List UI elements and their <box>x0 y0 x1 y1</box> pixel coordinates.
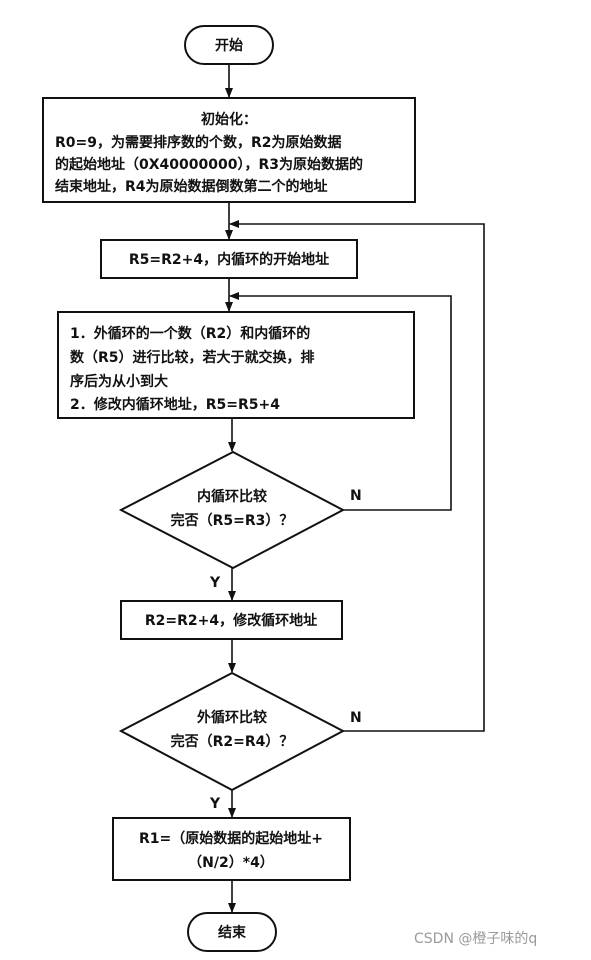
outer-check-diamond: 外循环比较 完否（R2=R4）？ <box>118 671 346 792</box>
start-label: 开始 <box>215 37 243 54</box>
inner-no-label: N <box>350 488 362 504</box>
init-box: 初始化： R0=9，为需要排序数的个数，R2为原始数据 的起始地址（0X4000… <box>42 97 416 203</box>
arrow-inner-check-no-loop <box>229 292 452 511</box>
result-box: R1=（原始数据的起始地址+ （N/2）*4） <box>112 817 351 881</box>
outer-update-label: R2=R2+4，修改循环地址 <box>145 612 317 629</box>
end-label: 结束 <box>218 924 247 941</box>
outer-no-label: N <box>350 710 362 726</box>
outer-yes-label: Y <box>209 796 221 812</box>
compare-line: 数（R5）进行比较，若大于就交换，排 <box>70 349 315 366</box>
compare-box: 1．外循环的一个数（R2）和内循环的 数（R5）进行比较，若大于就交换，排 序后… <box>57 311 415 419</box>
arrow-outer-check-no-loop <box>229 220 485 732</box>
inner-check-line: 完否（R5=R3）？ <box>171 512 294 529</box>
outer-check-line: 完否（R2=R4）？ <box>171 733 294 750</box>
inner-check-line: 内循环比较 <box>197 488 267 505</box>
result-line: R1=（原始数据的起始地址+ <box>139 830 323 847</box>
inner-start-label: R5=R2+4，内循环的开始地址 <box>129 251 329 268</box>
inner-start-box: R5=R2+4，内循环的开始地址 <box>100 239 358 279</box>
outer-check-line: 外循环比较 <box>197 709 267 726</box>
compare-line: 2．修改内循环地址，R5=R5+4 <box>70 396 280 413</box>
init-line: R0=9，为需要排序数的个数，R2为原始数据 <box>55 134 342 151</box>
init-line: 结束地址，R4为原始数据倒数第二个的地址 <box>55 178 328 195</box>
init-line: 初始化： <box>201 111 257 128</box>
inner-yes-label: Y <box>209 575 221 591</box>
outer-update-box: R2=R2+4，修改循环地址 <box>120 600 343 640</box>
result-line: （N/2）*4） <box>188 855 274 871</box>
end-terminal: 结束 <box>187 912 277 952</box>
init-line: 的起始地址（0X40000000），R3为原始数据的 <box>55 156 363 173</box>
compare-line: 1．外循环的一个数（R2）和内循环的 <box>70 325 310 342</box>
inner-check-diamond: 内循环比较 完否（R5=R3）？ <box>118 450 346 570</box>
compare-line: 序后为从小到大 <box>70 373 168 390</box>
start-terminal: 开始 <box>184 25 274 65</box>
watermark: CSDN @橙子味的q <box>414 931 538 947</box>
